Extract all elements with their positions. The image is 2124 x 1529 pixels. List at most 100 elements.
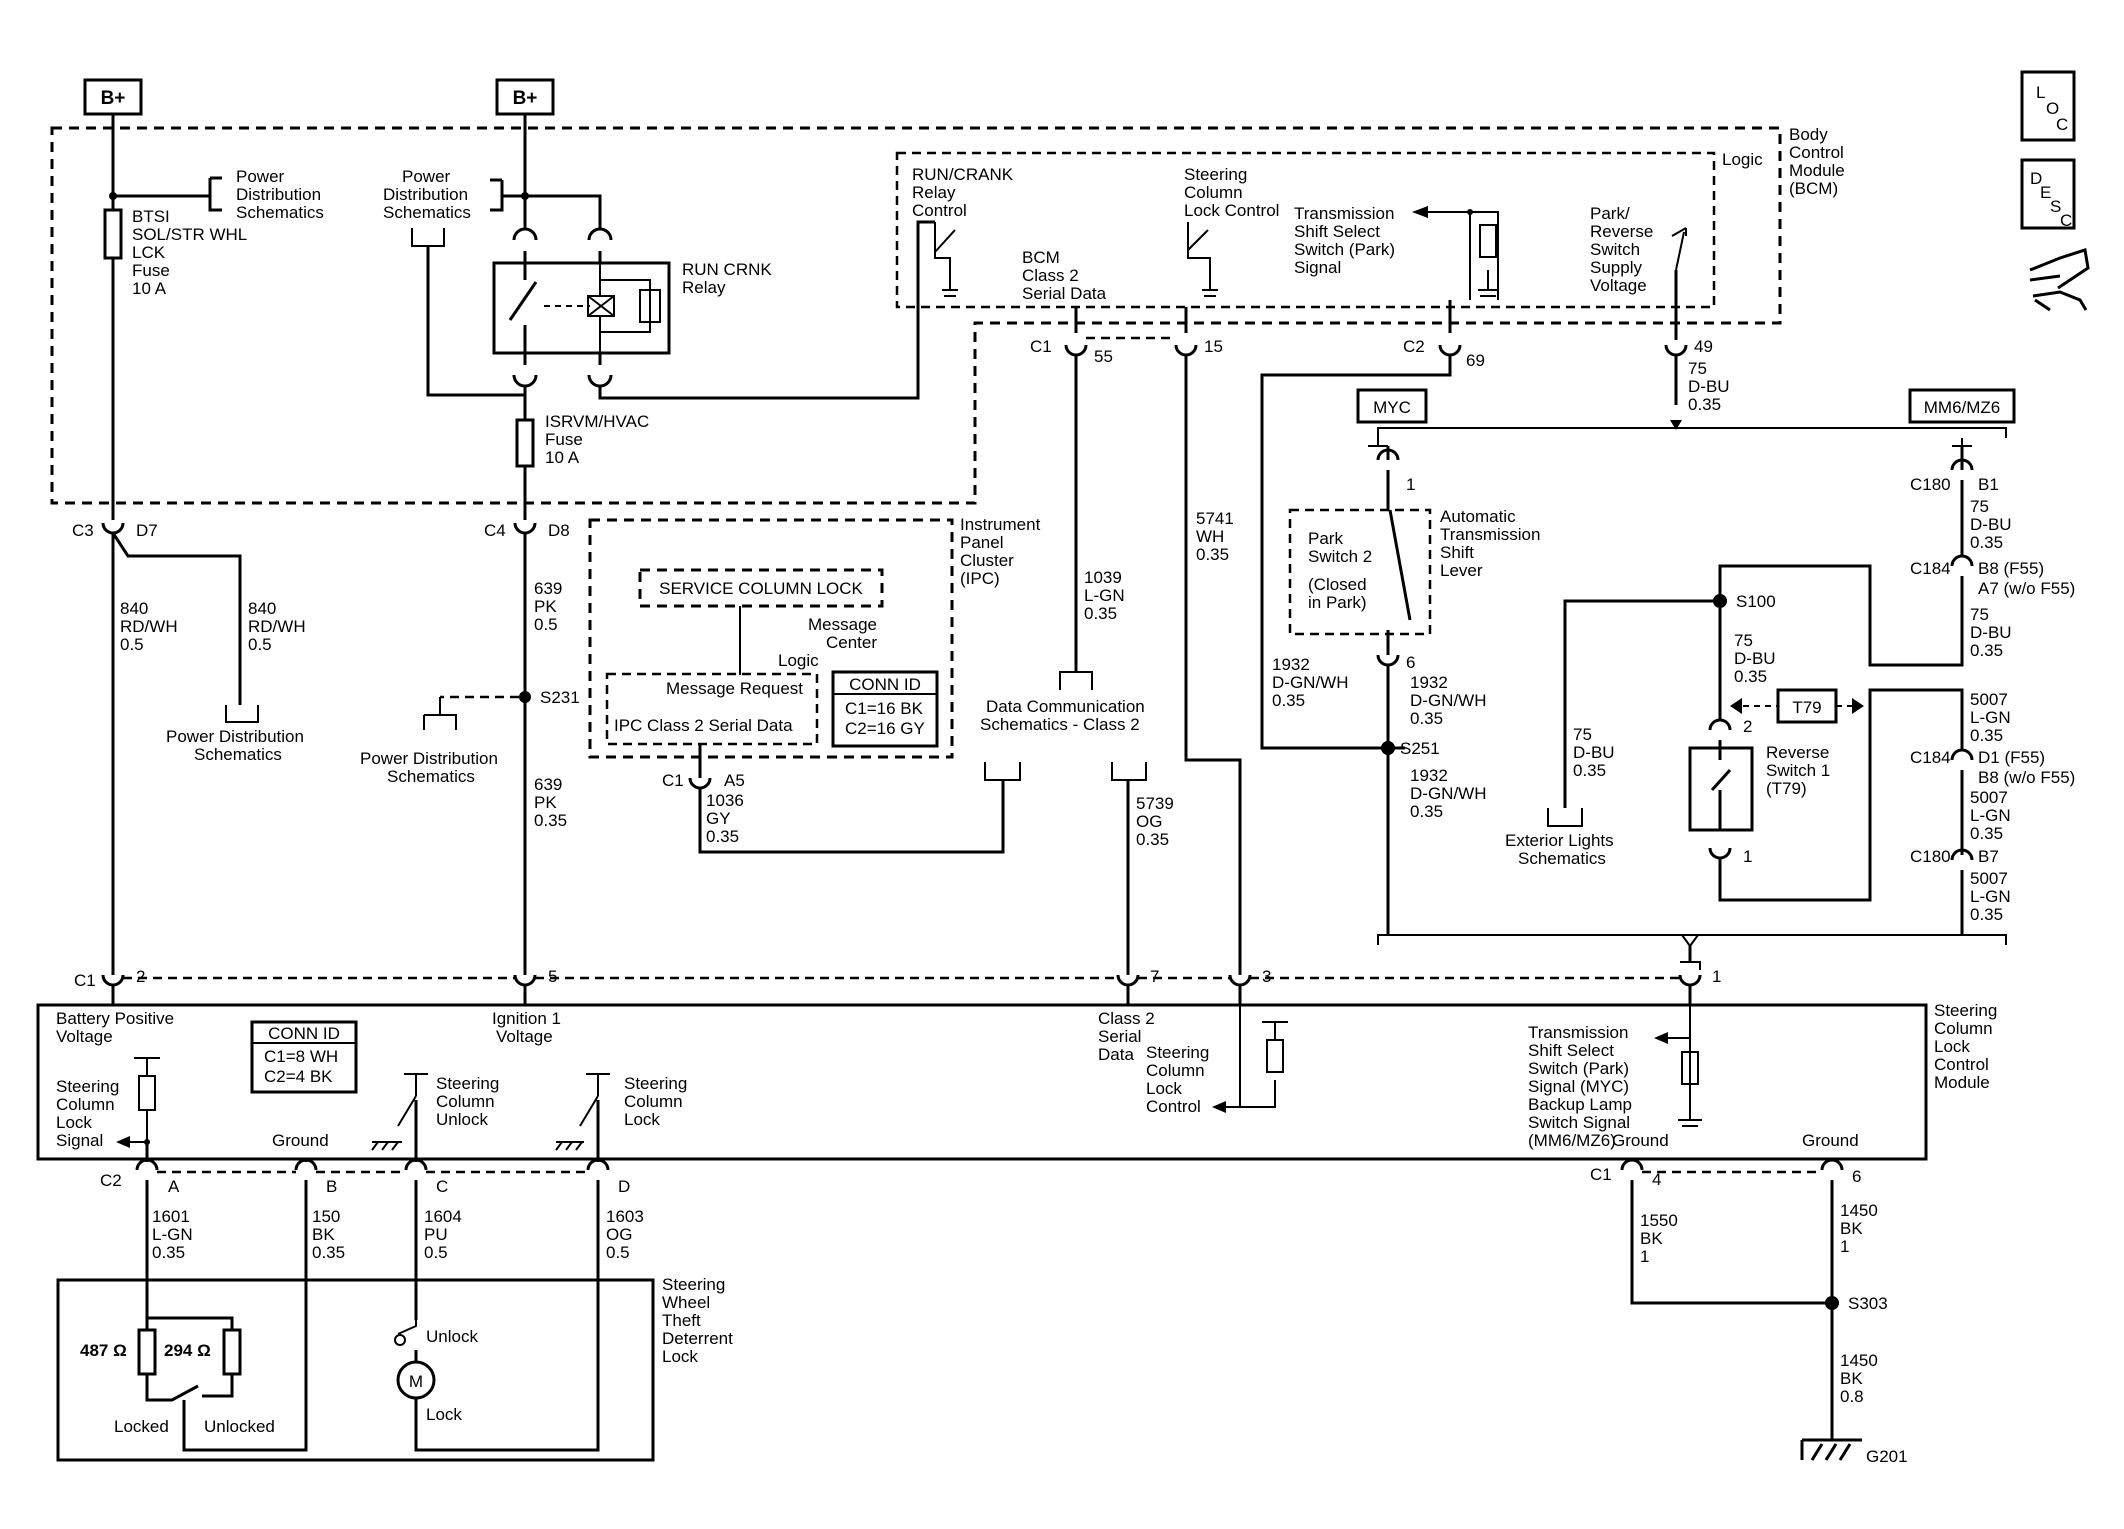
w1550-3: 1 [1640, 1247, 1649, 1266]
transsel-line1: Transmission [1294, 204, 1394, 223]
left-connectors: C3 D7 840 RD/WH 0.5 840 RD/WH 0.5 Power … [72, 521, 580, 975]
w5741-1: 5741 [1196, 509, 1234, 528]
ipc-serial-label: IPC Class 2 Serial Data [614, 716, 793, 735]
ipc-line4: (IPC) [960, 569, 1000, 588]
autotrans-line3: Shift [1440, 543, 1474, 562]
autotrans-line2: Transmission [1440, 525, 1540, 544]
w1036-3: 0.35 [706, 827, 739, 846]
c1-55-c1: C1 [1030, 337, 1052, 356]
c1-bottom-label: C1 [74, 971, 96, 990]
class2-line3: Data [1098, 1045, 1134, 1064]
w75s100-2: D-BU [1734, 649, 1776, 668]
w5007c-1: 5007 [1970, 869, 2008, 888]
ground-right-1: Ground [1612, 1131, 1669, 1150]
trans-circuit: 75 D-BU 0.35 MYC MM6/MZ6 1 Park Switch 2… [1260, 355, 2016, 935]
c4-label: C4 [484, 521, 506, 540]
lever-pin6: 6 [1406, 653, 1415, 672]
w840a-3: 0.5 [120, 635, 144, 654]
msg-request-label: Message Request [666, 679, 803, 698]
loc-icon[interactable]: L O C [2020, 70, 2076, 142]
w1603-3: 0.5 [606, 1243, 630, 1262]
c2-69-c2: C2 [1403, 337, 1425, 356]
autotrans-line1: Automatic [1440, 507, 1516, 526]
bcm-internal: RUN/CRANK Relay Control BCM Class 2 Seri… [912, 165, 1687, 340]
bcm-title-1: Body [1789, 125, 1828, 144]
c2-pin-d: D [618, 1177, 630, 1196]
c2-pin-b: B [326, 1177, 337, 1196]
service-column-lock: SERVICE COLUMN LOCK [659, 579, 863, 598]
sclcm-title-4: Control [1934, 1055, 1989, 1074]
sclctrl-line3: Lock [1146, 1079, 1182, 1098]
ign-line2: Voltage [496, 1027, 553, 1046]
desc-icon[interactable]: D E S C [2020, 158, 2076, 230]
pds1-line3: Schematics [236, 203, 324, 222]
sclcm-title-5: Module [1934, 1073, 1990, 1092]
parkrev-line4: Supply [1590, 258, 1642, 277]
w75ext-1: 75 [1573, 725, 1592, 744]
w1932a-2: D-GN/WH [1272, 673, 1348, 692]
c180b7-c: C180 [1910, 847, 1951, 866]
myc-label: MYC [1373, 398, 1411, 417]
isrvm-line2: Fuse [545, 430, 583, 449]
ipc-line1: Instrument [960, 515, 1041, 534]
extlights-line1: Exterior Lights [1505, 831, 1614, 850]
w1932a-1: 1932 [1272, 655, 1310, 674]
c1-pin1: 1 [1712, 967, 1721, 986]
w1932c-1: 1932 [1410, 766, 1448, 785]
w1450a-2: BK [1840, 1219, 1863, 1238]
steering-wheel-icon[interactable] [2029, 248, 2090, 312]
ground-circuit: C1 4 6 S303 1550 BK 1 1450 BK 1 1450 BK … [1590, 1158, 1908, 1466]
w1932c-3: 0.35 [1410, 802, 1443, 821]
c1-pin6: 6 [1852, 1167, 1861, 1186]
scl-line3: Lock [624, 1110, 660, 1129]
swtdl-title-2: Wheel [662, 1293, 710, 1312]
data-comm: 1039 L-GN 0.35 Data Communication Schema… [980, 355, 1242, 975]
bcm-lower-connectors: C1 55 15 C2 69 49 [1030, 300, 1713, 370]
sclcm-c1-row: C1 2 5 7 3 1 [74, 961, 1721, 1005]
w1450a-1: 1450 [1840, 1201, 1878, 1220]
extlights-line2: Schematics [1518, 849, 1606, 868]
btsi-circuit: Power Distribution Schematics BTSI SOL/S… [103, 114, 324, 520]
b-plus-left-label: B+ [101, 88, 126, 109]
pds4-line2: Schematics [387, 767, 475, 786]
scl-line2: Column [624, 1092, 683, 1111]
w1450a-3: 1 [1840, 1237, 1849, 1256]
btsi-line3: LCK [132, 243, 166, 262]
sclsig-line2: Column [56, 1095, 115, 1114]
loc-l: L [2036, 83, 2045, 102]
c1-pin5: 5 [548, 967, 557, 986]
w5007c-3: 0.35 [1970, 905, 2003, 924]
parkrev-line2: Reverse [1590, 222, 1653, 241]
w1601-1: 1601 [152, 1207, 190, 1226]
c180b1-c: C180 [1910, 475, 1951, 494]
relay-line2: Relay [682, 278, 726, 297]
w1039-3: 0.35 [1084, 604, 1117, 623]
pds3-line1: Power Distribution [166, 727, 304, 746]
c180b1-pin: B1 [1978, 475, 1999, 494]
swtdl-module: Steering Wheel Theft Deterrent Lock 487 … [56, 1275, 733, 1462]
w5739-3: 0.35 [1136, 830, 1169, 849]
w5739-1: 5739 [1136, 794, 1174, 813]
ground-left: Ground [272, 1131, 329, 1150]
transsel-line4: Signal [1294, 258, 1341, 277]
w75top-3: 0.35 [1688, 395, 1721, 414]
parkrev-line5: Voltage [1590, 276, 1647, 295]
w150-1: 150 [312, 1207, 340, 1226]
s231-label: S231 [540, 688, 580, 707]
c1-55-pin: 55 [1094, 347, 1113, 366]
ipc-module: Instrument Panel Cluster (IPC) SERVICE C… [588, 515, 1041, 854]
w1604-1: 1604 [424, 1207, 462, 1226]
runcrank-line1: RUN/CRANK [912, 165, 1014, 184]
w1450b-1: 1450 [1840, 1351, 1878, 1370]
swtdl-title-3: Theft [662, 1311, 701, 1330]
c184d1-pin2: B8 (w/o F55) [1978, 768, 2075, 787]
autotrans-line4: Lever [1440, 561, 1483, 580]
pds2-line3: Schematics [383, 203, 471, 222]
w75b1-1: 75 [1970, 497, 1989, 516]
sclctrl-line4: Control [1146, 1097, 1201, 1116]
c1-pin3: 3 [1262, 967, 1271, 986]
s251-label: S251 [1400, 739, 1440, 758]
w639b-3: 0.35 [534, 811, 567, 830]
scu-line3: Unlock [436, 1110, 488, 1129]
r294-label: 294 Ω [164, 1341, 211, 1360]
